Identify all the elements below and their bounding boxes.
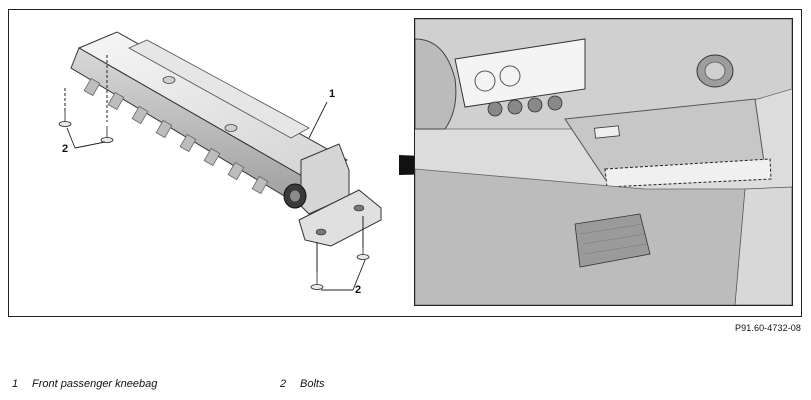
- legend-number: 1: [12, 378, 19, 390]
- kneebag-detail-panel: 1 2 2: [9, 10, 411, 316]
- floor-mat: [574, 213, 651, 268]
- installation-view-panel: [414, 18, 793, 306]
- legend-item-kneebag: 1 Front passenger kneebag: [12, 378, 157, 390]
- glovebox-handle: [594, 125, 620, 139]
- callout-leaders: [66, 101, 366, 291]
- callout-2-left: 2: [62, 143, 69, 155]
- legend-item-bolts: 2 Bolts: [280, 378, 324, 390]
- gauge-icon: [474, 65, 521, 92]
- kneebag-ridge: [128, 39, 310, 139]
- kneebag-studs: [162, 76, 238, 132]
- legend-label: Bolts: [300, 378, 325, 390]
- kneebag-drawing: [58, 31, 382, 291]
- flange-hole: [353, 204, 365, 212]
- callout-2-right: 2: [355, 284, 362, 296]
- kneebag-location: [604, 158, 772, 188]
- legend-label: Front passenger kneebag: [32, 378, 158, 390]
- bolt-icon: [58, 110, 114, 143]
- center-vent-icon: [487, 95, 563, 117]
- side-vent-icon: [696, 54, 734, 88]
- flange-hole: [315, 228, 327, 236]
- kneebag-ribs: [83, 77, 269, 195]
- figure-id: P91.60-4732-08: [735, 323, 801, 333]
- kneebag-connector: [283, 183, 307, 209]
- illustration-frame: 1 2 2: [8, 9, 802, 317]
- floor-mat-pattern: [579, 223, 648, 255]
- steering-wheel: [415, 38, 457, 130]
- legend-number: 2: [280, 378, 287, 390]
- door-sill: [734, 186, 792, 305]
- dashboard-drawing: [415, 19, 792, 305]
- callout-1: 1: [329, 88, 336, 100]
- bolt-icon: [310, 242, 370, 290]
